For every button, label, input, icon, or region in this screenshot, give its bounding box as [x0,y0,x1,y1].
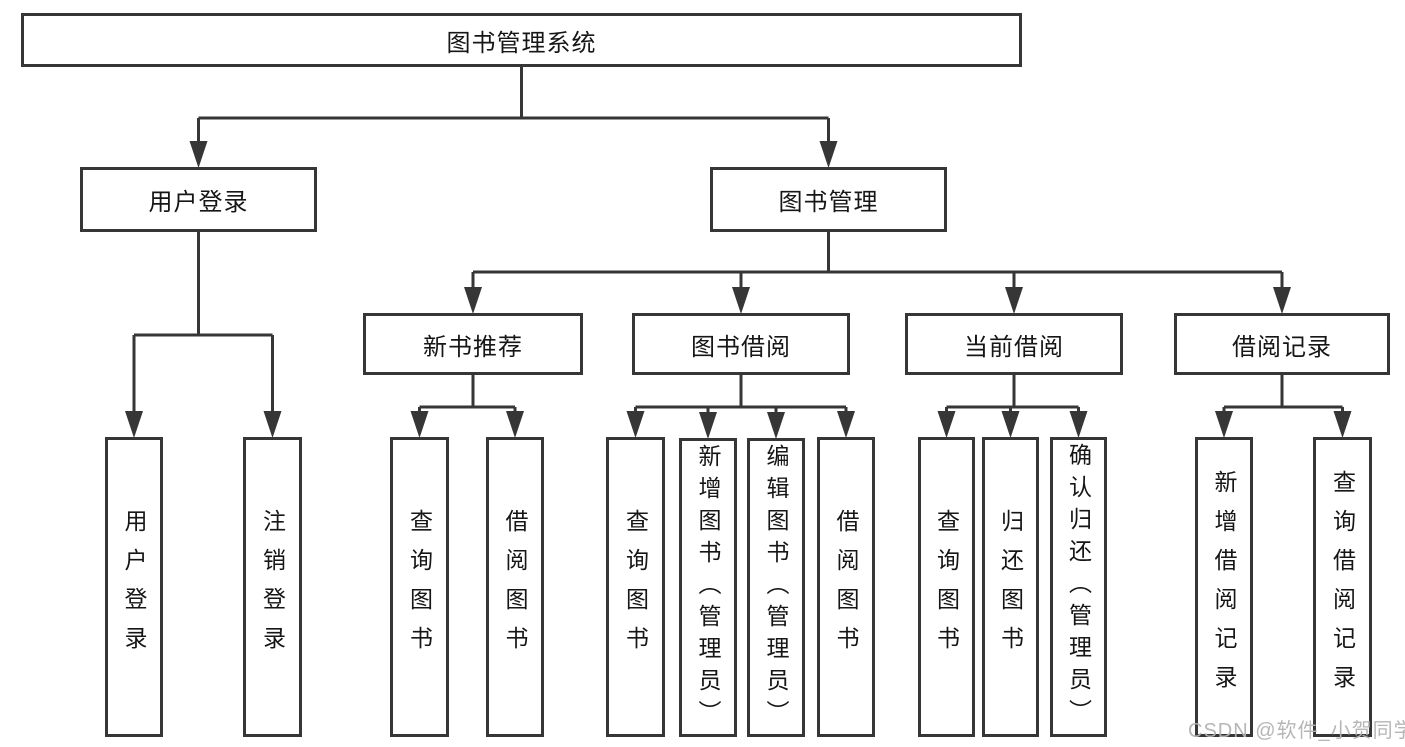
arrowhead [464,287,482,314]
node-leaf-borrow-books-b: 借阅图书 [817,437,875,737]
arrowhead [732,287,750,314]
arrowhead [1005,287,1023,314]
node-book-management: 图书管理 [710,167,947,232]
node-leaf-borrow-books-a: 借阅图书 [486,437,544,737]
node-label: 编辑图书（管理员） [763,443,789,732]
node-label: 查询图书 [622,509,649,665]
node-label: 查询图书 [933,509,960,665]
node-leaf-query-books-b: 查询图书 [606,437,665,737]
node-label: 新增图书（管理员） [695,443,721,732]
arrowhead [125,411,143,438]
node-label: 归还图书 [997,509,1024,665]
node-leaf-query-borrow-record: 查询借阅记录 [1313,437,1372,737]
node-label: 用户登录 [148,189,249,216]
node-label: 查询借阅记录 [1329,470,1356,704]
node-book-borrowing: 图书借阅 [632,313,850,375]
node-leaf-return-books: 归还图书 [982,437,1039,737]
node-label: 借阅图书 [833,509,859,665]
node-label: 图书借阅 [691,333,791,361]
watermark: CSDN @软件_小贺同学 [1188,720,1405,742]
arrowhead [263,411,282,438]
arrowhead [1001,411,1020,438]
node-label: 注销登录 [259,509,286,665]
arrowhead [937,411,956,438]
node-leaf-add-books-admin: 新增图书（管理员） [679,438,737,737]
arrowhead [506,411,524,438]
node-system: 图书管理系统 [21,13,1022,67]
node-leaf-add-borrow-record: 新增借阅记录 [1195,437,1253,737]
arrowhead [1333,411,1352,438]
arrowhead [189,141,208,168]
node-label: 确认归还（管理员） [1065,443,1092,731]
node-label: 新增借阅记录 [1211,470,1237,704]
node-label: 借阅图书 [502,509,528,665]
arrowhead [410,411,429,438]
node-current-borrowing: 当前借阅 [905,313,1123,375]
arrowhead [819,141,838,168]
node-leaf-user-login: 用户登录 [105,437,163,737]
node-label: 当前借阅 [964,333,1064,361]
node-leaf-query-books-c: 查询图书 [918,437,975,737]
node-label: 图书管理 [778,189,879,216]
arrowhead [626,411,645,438]
arrowhead [699,412,717,439]
node-leaf-logout-login: 注销登录 [243,437,302,737]
node-label: 用户登录 [121,509,147,665]
node-leaf-query-books-a: 查询图书 [390,437,449,737]
node-label: 新书推荐 [423,333,523,361]
node-label: 查询图书 [406,509,433,665]
arrowhead [767,412,785,439]
node-borrowing-records: 借阅记录 [1174,313,1390,375]
arrowhead [837,411,855,438]
node-leaf-edit-books-admin: 编辑图书（管理员） [747,438,805,737]
arrowhead [1215,411,1233,438]
arrowhead [1273,287,1291,314]
arrowhead [1069,411,1088,438]
node-label: 图书管理系统 [446,29,597,57]
node-user-login: 用户登录 [80,167,317,232]
node-leaf-confirm-return-admin: 确认归还（管理员） [1050,437,1107,737]
node-label: 借阅记录 [1232,333,1332,361]
node-new-book-recommendation: 新书推荐 [363,313,583,375]
